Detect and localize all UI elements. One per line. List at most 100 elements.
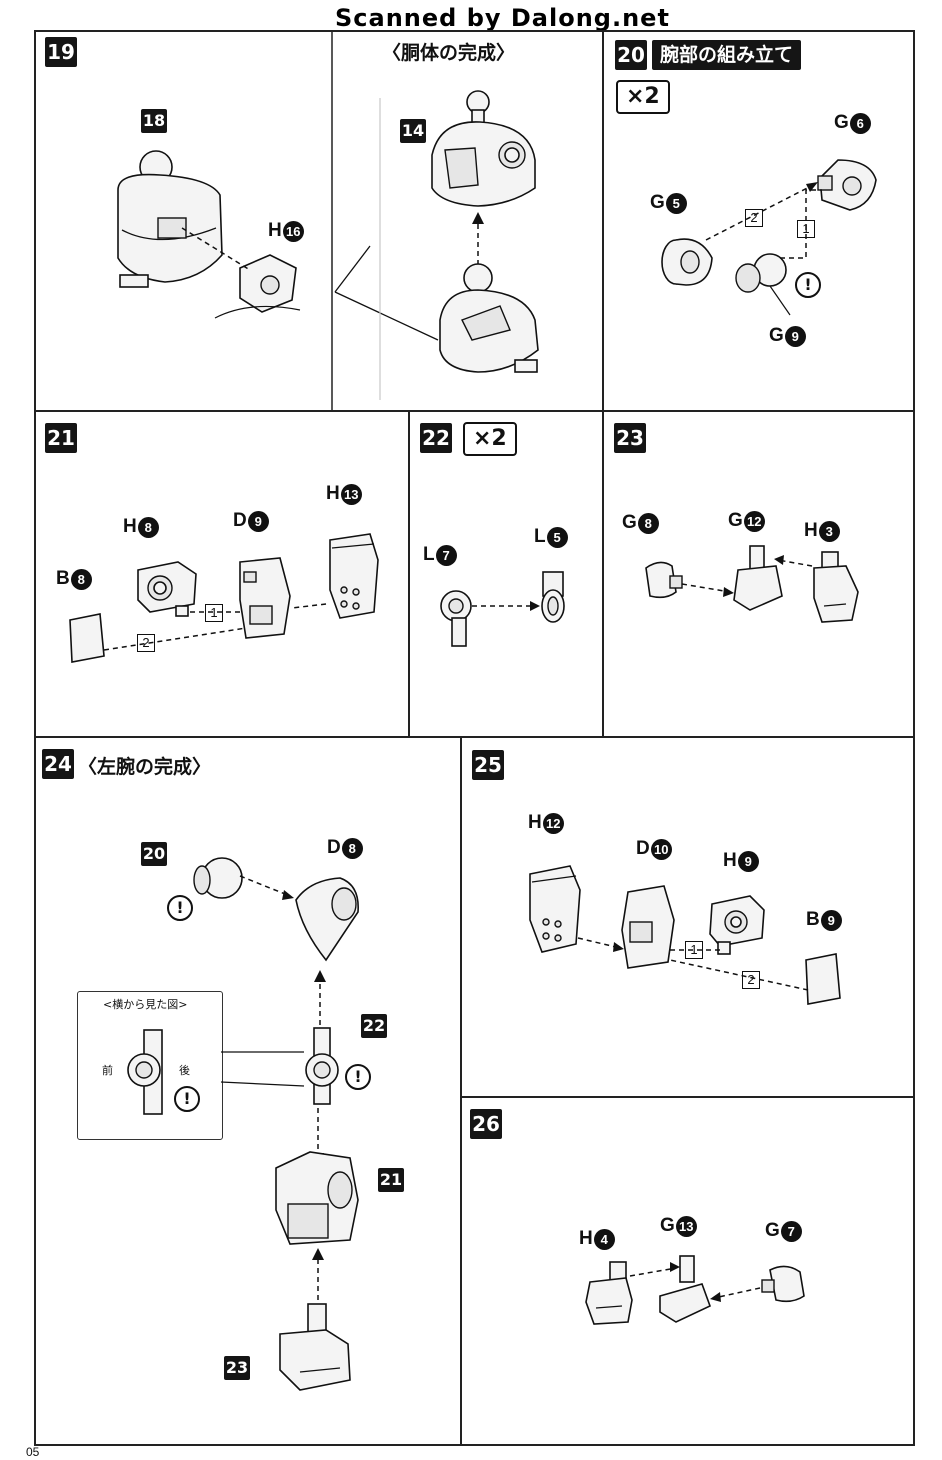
step-25-part-tag-h9: H 9 (723, 850, 759, 872)
part-d9 (239, 557, 291, 639)
part-letter: G (834, 112, 849, 133)
step-25-number: 25 (472, 750, 504, 780)
part-letter: H (723, 850, 737, 871)
step-23-part-tag-g8: G 8 (622, 512, 659, 534)
part-21-forearm (275, 1151, 359, 1245)
part-number: 9 (784, 325, 806, 347)
step-21-part-tag-h8: H 8 (123, 516, 159, 538)
part-g8 (645, 561, 683, 599)
part-number: 7 (780, 1220, 802, 1242)
part-letter: D (233, 510, 247, 531)
part-letter: H (123, 516, 137, 537)
part-number: 12 (542, 812, 564, 834)
part-number: 3 (818, 520, 840, 542)
step-21-number: 21 (45, 423, 77, 453)
part-letter: G (650, 192, 665, 213)
step-20-number: 20 (615, 40, 647, 70)
step-25-order-1: 1 (685, 941, 703, 959)
step-21-order-1: 1 (205, 604, 223, 622)
part-l5 (541, 571, 565, 623)
step-19-number: 19 (45, 37, 77, 67)
part-23-hand (279, 1303, 351, 1391)
step-20-part-tag-g5: G 5 (650, 192, 687, 214)
torso-completed-lower (439, 263, 539, 373)
part-h9 (709, 895, 765, 955)
step-26-number: 26 (470, 1109, 502, 1139)
step-25-part-tag-h12: H 12 (528, 812, 564, 834)
part-number: 16 (282, 220, 304, 242)
part-letter: G (728, 510, 743, 531)
part-number: 5 (546, 526, 568, 548)
step-20-multiplier: ×2 (616, 80, 670, 114)
step-24-caution-icon-a: ! (167, 895, 193, 921)
part-g5 (661, 238, 713, 286)
step-26-panel (460, 1096, 915, 1446)
part-number: 10 (650, 838, 672, 860)
step-24-ref-21: 21 (378, 1168, 404, 1192)
side-view-front-label: 前 (102, 1064, 113, 1077)
part-letter: H (268, 220, 282, 241)
step-20-part-tag-g9: G 9 (769, 325, 806, 347)
part-number: 9 (737, 850, 759, 872)
part-letter: G (769, 325, 784, 346)
part-number: 4 (593, 1228, 615, 1250)
page-number: 05 (26, 1445, 40, 1459)
torso-part-a (117, 150, 223, 288)
part-number: 13 (675, 1215, 697, 1237)
step-23-part-tag-g12: G 12 (728, 510, 765, 532)
part-letter: G (622, 512, 637, 533)
step-20-title: 腕部の組み立て (652, 40, 802, 70)
step-23-number: 23 (614, 423, 646, 453)
step-26-part-tag-g13: G 13 (660, 1215, 697, 1237)
part-number: 5 (665, 192, 687, 214)
part-22-connector (305, 1027, 339, 1105)
step-21-part-tag-d9: D 9 (233, 510, 269, 532)
part-letter: H (804, 520, 818, 541)
part-number: 8 (137, 516, 159, 538)
torso-completed-upper (431, 90, 536, 207)
step-22-part-tag-l7: L 7 (423, 544, 457, 566)
step-26-part-tag-g7: G 7 (765, 1220, 802, 1242)
part-h4 (585, 1261, 633, 1325)
part-letter: D (636, 838, 650, 859)
part-letter: B (56, 568, 70, 589)
part-letter: B (806, 909, 820, 930)
part-20-joint (193, 857, 243, 899)
part-letter: H (579, 1228, 593, 1249)
part-g13 (659, 1255, 712, 1323)
step-21-part-tag-b8: B 8 (56, 568, 92, 590)
part-b8 (69, 613, 105, 663)
step-25-order-2: 2 (742, 971, 760, 989)
part-h12 (529, 865, 581, 953)
step-21-part-tag-h13: H 13 (326, 483, 362, 505)
part-number: 8 (637, 512, 659, 534)
side-view-title: <横から見た図> (103, 998, 188, 1011)
part-l7 (440, 590, 472, 647)
torso-part-h16 (214, 254, 301, 319)
step-19-ref-14: 14 (400, 119, 426, 143)
part-number: 6 (849, 112, 871, 134)
part-g7 (761, 1265, 805, 1303)
part-h3 (813, 551, 859, 623)
side-view-back-label: 後 (179, 1064, 190, 1077)
step-26-part-tag-h4: H 4 (579, 1228, 615, 1250)
part-letter: D (327, 837, 341, 858)
part-g6 (817, 159, 877, 211)
part-letter: H (326, 483, 340, 504)
step-19-part-tag: H 16 (268, 220, 304, 242)
step-22-number: 22 (420, 423, 452, 453)
step-22-multiplier: ×2 (463, 422, 517, 456)
part-number: 13 (340, 483, 362, 505)
step-24-part-tag-d8: D 8 (327, 837, 363, 859)
part-letter: G (660, 1215, 675, 1236)
step-19-ref-18: 18 (141, 109, 167, 133)
part-number: 8 (341, 837, 363, 859)
part-number: 8 (70, 568, 92, 590)
